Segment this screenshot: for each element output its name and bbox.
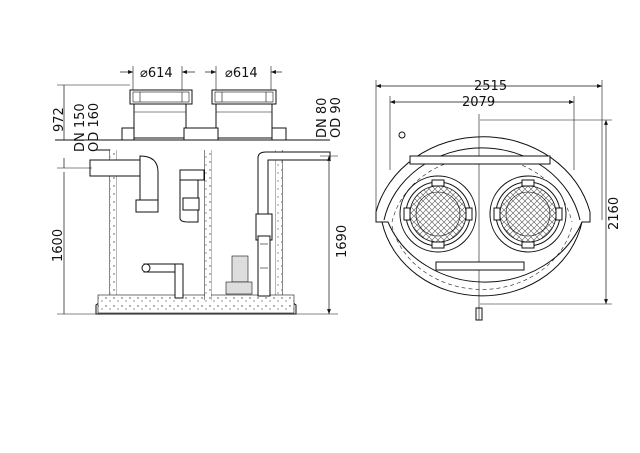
side-view: ⌀614 ⌀614 bbox=[51, 66, 350, 315]
cover-diameter-right-label: 614 bbox=[233, 66, 258, 81]
pump-assembly bbox=[225, 151, 331, 297]
inlet-pipe bbox=[89, 155, 205, 223]
inlet-height-dimension: 972 bbox=[52, 84, 130, 182]
inlet-od-label: OD 160 bbox=[87, 103, 102, 152]
body-height-dimension: 1600 bbox=[51, 182, 98, 315]
outer-width-label: 2515 bbox=[474, 79, 507, 94]
cover-diameter-left-dimension: ⌀614 bbox=[120, 66, 195, 90]
outlet-height-label: 1690 bbox=[335, 225, 350, 258]
manhole-cover-left bbox=[129, 89, 193, 139]
inlet-size-label: DN 150 bbox=[73, 103, 88, 152]
inner-width-dimension: 2079 bbox=[389, 95, 575, 170]
svg-text:⌀614: ⌀614 bbox=[225, 66, 258, 81]
diameter-symbol: ⌀ bbox=[225, 66, 233, 81]
inlet-height-label: 972 bbox=[52, 107, 67, 132]
svg-text:⌀614: ⌀614 bbox=[140, 66, 173, 81]
manhole-cover-right bbox=[211, 89, 277, 139]
diameter-symbol: ⌀ bbox=[140, 66, 148, 81]
inner-width-label: 2079 bbox=[462, 95, 495, 110]
plan-cover-right bbox=[489, 175, 567, 253]
height-label: 2160 bbox=[607, 197, 622, 230]
body-height-label: 1600 bbox=[51, 229, 66, 262]
outlet-height-dimension: 1690 bbox=[296, 155, 350, 315]
outlet-od-label: OD 90 bbox=[329, 97, 344, 138]
cover-diameter-right-dimension: ⌀614 bbox=[205, 66, 282, 90]
plan-cover-left bbox=[399, 175, 477, 253]
height-dimension: 2160 bbox=[480, 119, 622, 305]
overflow-pipe bbox=[141, 263, 184, 299]
cover-diameter-left-label: 614 bbox=[148, 66, 173, 81]
outer-width-dimension: 2515 bbox=[375, 79, 603, 220]
outlet-size-label: DN 80 bbox=[315, 98, 330, 138]
tank-body bbox=[95, 149, 297, 315]
top-view: 2515 2079 2160 bbox=[375, 79, 622, 321]
